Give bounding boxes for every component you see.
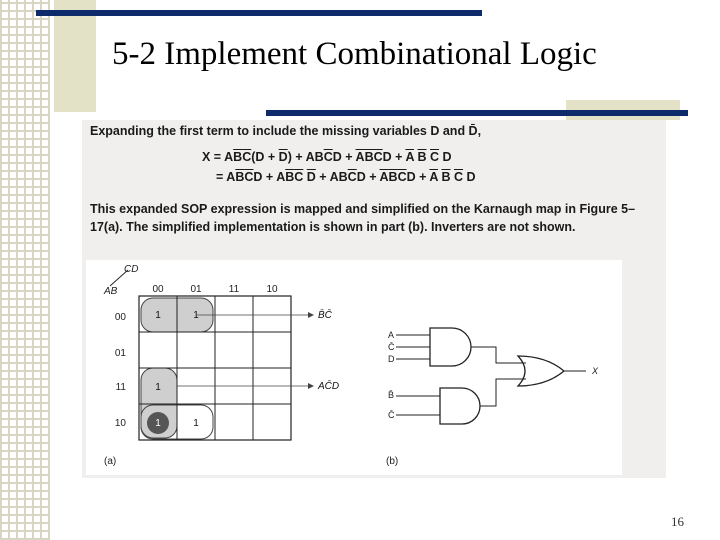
slide-title: 5-2 Implement Combinational Logic — [112, 36, 597, 72]
and-gate-2 — [439, 387, 481, 425]
equation-line-2: = ABCD + ABC D + ABCD + ABCD + A B C D — [216, 170, 476, 184]
group-label-bc: B̄C̄ — [318, 308, 333, 321]
kmap-overlap-cell — [147, 412, 169, 434]
or-gate — [516, 355, 566, 387]
gate1-input-label: A — [388, 330, 394, 340]
kmap-ab-label: AB — [103, 286, 118, 297]
kmap-cell-one: 1 — [193, 418, 199, 429]
figure-5-17: CD AB 00 01 11 10 00 01 11 10 1 — [86, 260, 622, 475]
figure-svg: CD AB 00 01 11 10 00 01 11 10 1 — [103, 264, 599, 467]
kmap-row-label: 01 — [115, 348, 127, 359]
kmap-cd-label: CD — [124, 264, 138, 275]
wire — [471, 346, 526, 364]
left-decorative-strip — [0, 0, 50, 540]
gate1-input-label: C̄ — [388, 342, 395, 352]
gate2-input-label: B̄ — [388, 390, 394, 400]
kmap-cell-one: 1 — [155, 418, 161, 429]
arrowhead-icon — [308, 312, 314, 318]
group-label-acd: AC̄D — [317, 379, 339, 392]
kmap-cell-one: 1 — [155, 310, 161, 321]
and-gate-1 — [429, 327, 472, 367]
kmap-row-label: 11 — [116, 382, 127, 393]
kmap-col-label: 01 — [190, 284, 202, 295]
intro-text: Expanding the first term to include the … — [90, 124, 482, 138]
page-number: 16 — [671, 514, 684, 529]
arrowhead-icon — [308, 383, 314, 389]
kmap-cell-one: 1 — [155, 382, 161, 393]
kmap-col-label: 10 — [266, 284, 278, 295]
kmap-row-label: 00 — [115, 312, 127, 323]
bottom-accent-bar — [266, 110, 688, 116]
equation-line-1: X = ABC(D + D) + ABCD + ABCD + A B C D — [202, 150, 452, 164]
kmap-col-label: 11 — [229, 284, 240, 295]
circuit-caption: (b) — [386, 456, 398, 467]
wire — [480, 378, 526, 407]
gate2-input-label: C̄ — [388, 410, 395, 420]
kmap-col-label: 00 — [152, 284, 164, 295]
title-accent-block — [54, 0, 96, 112]
kmap-row-label: 10 — [115, 418, 127, 429]
output-label: X — [591, 366, 599, 376]
kmap-corner-diagonal — [109, 269, 129, 287]
scanned-textbook-excerpt: Expanding the first term to include the … — [82, 120, 666, 478]
kmap-cell-one: 1 — [193, 310, 199, 321]
top-accent-bar — [36, 10, 482, 16]
gate1-input-label: D — [388, 354, 395, 364]
explanation-paragraph: This expanded SOP expression is mapped a… — [90, 202, 636, 234]
kmap-caption: (a) — [104, 456, 116, 467]
